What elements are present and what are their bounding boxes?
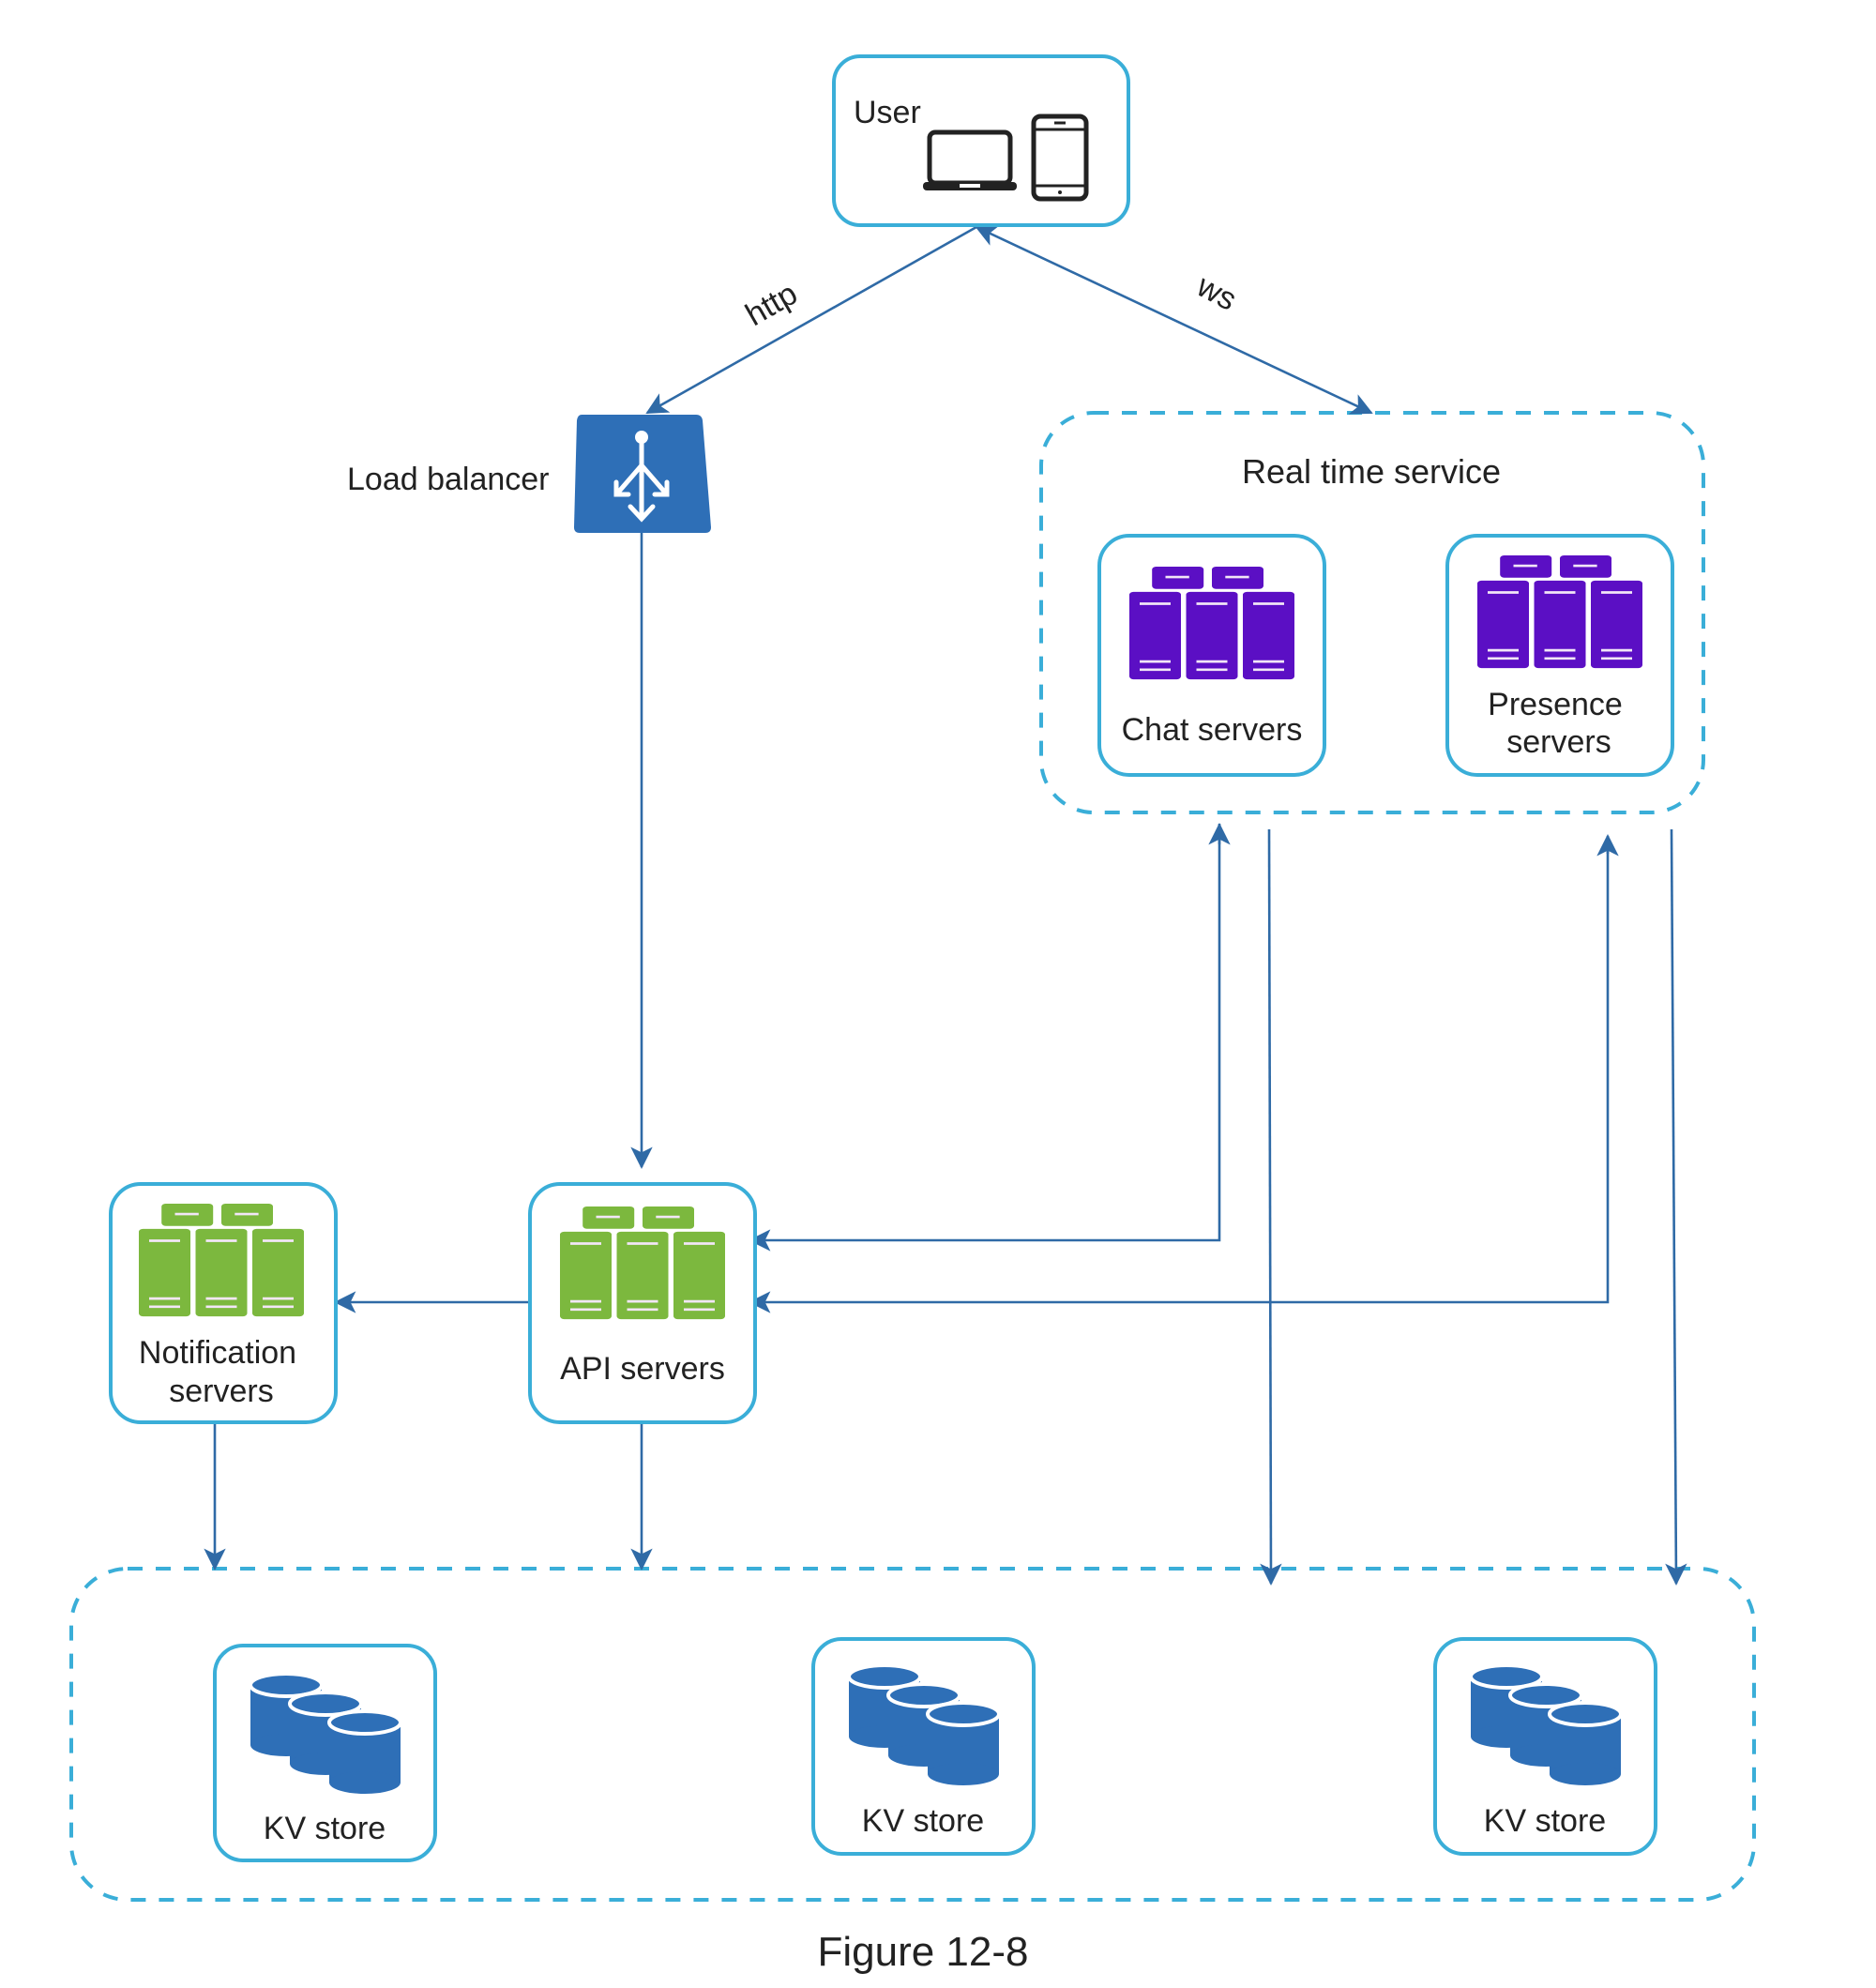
kv-store-node[interactable]: KV store (213, 1644, 437, 1862)
realtime-service-label: Real time service (1242, 452, 1501, 491)
notification-servers-label-line1: Notification (139, 1335, 296, 1371)
user-label: User (854, 95, 921, 130)
edge-user-to-load-balancer (645, 225, 977, 415)
edge-presence-to-api (749, 837, 1610, 1313)
edge-realtime-to-kv-1 (1260, 828, 1282, 1586)
edge-label-ws: ws (1190, 267, 1242, 318)
edge-chat-to-api (749, 824, 1221, 1252)
chat-servers-node[interactable]: Chat servers (1097, 534, 1326, 777)
load-balancer-icon (574, 415, 711, 533)
kv-store-node[interactable]: KV store (1433, 1637, 1657, 1856)
notification-servers-label-line2: servers (169, 1373, 273, 1409)
kv-store-label: KV store (862, 1803, 984, 1839)
edge-user-realtime-ws (975, 225, 1373, 415)
user-node[interactable]: User (832, 54, 1130, 227)
edge-realtime-to-kv-2 (1665, 828, 1687, 1586)
presence-servers-label-line1: Presence (1488, 687, 1623, 722)
tablet-icon (1031, 114, 1089, 202)
laptop-icon (923, 129, 1017, 190)
presence-servers-node[interactable]: Presence servers (1445, 534, 1674, 777)
realtime-service-group (1039, 411, 1705, 814)
presence-servers-label-line2: servers (1506, 724, 1611, 760)
kv-store-label: KV store (1484, 1803, 1606, 1839)
kv-store-label: KV store (264, 1811, 386, 1846)
edge-label-http: http (739, 276, 803, 333)
figure-caption: Figure 12-8 (817, 1929, 1028, 1975)
chat-servers-label: Chat servers (1122, 712, 1303, 748)
load-balancer-label: Load balancer (347, 462, 550, 497)
notification-servers-node[interactable]: Notification servers (109, 1182, 338, 1424)
load-balancer-node[interactable]: Load balancer (347, 415, 711, 533)
api-servers-node[interactable]: API servers (528, 1182, 757, 1424)
api-servers-label: API servers (560, 1351, 725, 1387)
kv-store-node[interactable]: KV store (811, 1637, 1036, 1856)
